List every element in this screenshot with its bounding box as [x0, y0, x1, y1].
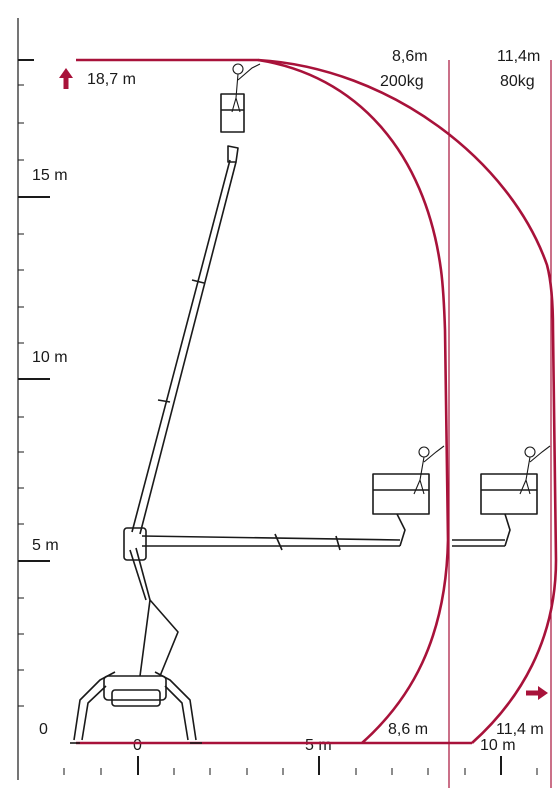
- operator-figure-inner: [413, 445, 445, 495]
- inner-curve-top-label-load: 200kg: [380, 73, 424, 90]
- arrow-up-icon: [59, 68, 73, 89]
- outer-outreach-label: 11,4 m: [496, 721, 544, 738]
- outer-curve-top-label-load: 80kg: [500, 73, 535, 90]
- operator-figure-top: [231, 63, 261, 113]
- y-tick-label-0: 0: [39, 721, 48, 738]
- vertical-axis: [17, 18, 50, 780]
- inner-outreach-label: 8,6 m: [388, 721, 428, 738]
- x-tick-label-0: 0: [133, 737, 142, 754]
- inner-envelope-curve: [257, 58, 450, 744]
- horizontal-axis: [63, 756, 538, 775]
- outer-envelope-curve: [257, 58, 558, 744]
- mid-basket-outer: [480, 473, 538, 515]
- x-tick-label-5: 5 m: [305, 737, 332, 754]
- arrow-right-icon: [526, 686, 548, 700]
- x-tick-label-10: 10 m: [480, 737, 516, 754]
- mid-basket-inner: [372, 473, 430, 515]
- spider-lift-machine: [70, 93, 538, 744]
- y-tick-label-5: 5 m: [32, 537, 59, 554]
- top-basket: [220, 93, 245, 133]
- working-envelope: [76, 58, 558, 788]
- y-tick-label-15: 15 m: [32, 167, 68, 184]
- inner-curve-top-label-reach: 8,6m: [392, 48, 428, 65]
- outer-curve-top-label-reach: 11,4m: [497, 48, 540, 65]
- operator-figure-outer: [519, 445, 551, 495]
- max-height-label: 18,7 m: [87, 71, 136, 88]
- y-tick-label-10: 10 m: [32, 349, 68, 366]
